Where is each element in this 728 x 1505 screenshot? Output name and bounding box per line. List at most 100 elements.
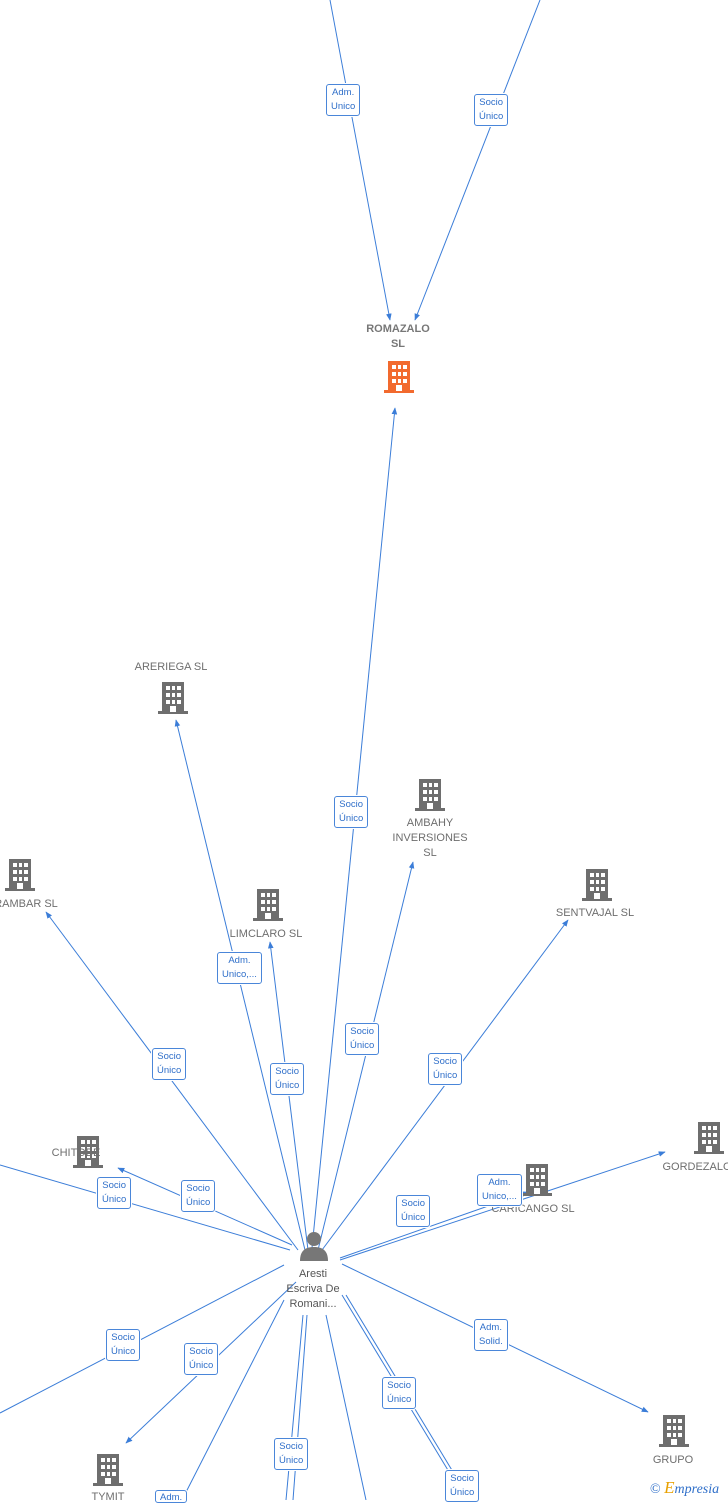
- node-label-person[interactable]: Aresti Escriva De Romani...: [286, 1267, 339, 1312]
- node-label-sentvajal[interactable]: SENTVAJAL SL: [555, 907, 635, 919]
- building-icon[interactable]: [384, 361, 414, 393]
- relation-badge[interactable]: Adm. Unico,...: [477, 1174, 522, 1206]
- empresia-credit[interactable]: © Empresia: [650, 1478, 719, 1498]
- edge: [174, 719, 306, 1251]
- badge-line: Único: [275, 1080, 300, 1091]
- badge-line: Adm.: [332, 87, 355, 98]
- badge-line: Socio: [157, 1051, 182, 1062]
- badge-line: Adm.: [228, 955, 251, 966]
- badge-line: Socio: [275, 1066, 300, 1077]
- edge: [317, 861, 415, 1251]
- badge-line: Socio: [433, 1056, 458, 1067]
- badge-line: Adm.: [479, 1322, 502, 1333]
- badge-line: Socio: [102, 1180, 127, 1191]
- badge-line: Único: [401, 1212, 426, 1223]
- badge-line: Socio: [339, 799, 364, 810]
- edge: [0, 1164, 291, 1251]
- node-label-grupo[interactable]: GRUPO: [652, 1454, 694, 1466]
- building-icon[interactable]: [415, 779, 445, 811]
- node-label-chitobe[interactable]: CHITOBE: [51, 1147, 101, 1159]
- badge-line: Solid.: [479, 1336, 503, 1347]
- relation-badge[interactable]: Adm. Unico: [326, 84, 361, 116]
- node-label-limclaro[interactable]: LIMCLARO SL: [229, 928, 303, 940]
- node-label-ambahy[interactable]: AMBAHY INVERSIONES SL: [392, 816, 467, 861]
- relation-badge[interactable]: Adm. Unico,...: [217, 952, 262, 984]
- badge-line: Único: [102, 1194, 127, 1205]
- building-icon[interactable]: [582, 869, 612, 901]
- node-label-gordezalo[interactable]: GORDEZALO: [662, 1161, 728, 1173]
- building-icon[interactable]: [694, 1122, 724, 1154]
- label-line: SL: [390, 338, 406, 350]
- badge-line: Socio: [401, 1198, 426, 1209]
- brand-name: mpresia: [674, 1482, 720, 1497]
- badge-line: Único: [189, 1360, 214, 1371]
- badge-line: Único: [479, 111, 504, 122]
- badge-line: Único: [279, 1455, 304, 1466]
- node-label-rambar[interactable]: RAMBAR SL: [0, 898, 58, 910]
- edge: [0, 1264, 285, 1414]
- badge-line: Único: [350, 1040, 375, 1051]
- copyright-icon: ©: [650, 1482, 661, 1497]
- brand-initial: E: [664, 1478, 675, 1497]
- relation-badge[interactable]: Adm.: [155, 1490, 188, 1503]
- relation-badge[interactable]: Adm. Solid.: [474, 1319, 508, 1351]
- badge-line: Único: [111, 1346, 136, 1357]
- building-icon[interactable]: [93, 1454, 123, 1486]
- node-label-romazalo[interactable]: ROMAZALO SL: [366, 322, 430, 352]
- badge-line: Socio: [189, 1346, 214, 1357]
- badge-line: Socio: [186, 1183, 211, 1194]
- node-label-caricango[interactable]: CARICANGO SL: [491, 1203, 575, 1215]
- badge-line: Socio: [111, 1332, 136, 1343]
- edge: [339, 1151, 666, 1261]
- building-icon[interactable]: [253, 889, 283, 921]
- badge-line: Adm.: [160, 1492, 183, 1503]
- badge-line: Socio: [279, 1441, 304, 1452]
- badge-line: Único: [339, 813, 364, 824]
- badge-line: Único: [450, 1487, 475, 1498]
- building-icon[interactable]: [5, 859, 35, 891]
- building-icon[interactable]: [659, 1415, 689, 1447]
- edge: [325, 1314, 367, 1500]
- edge: [267, 941, 309, 1251]
- label-line: SL: [423, 847, 437, 859]
- badge-line: Único: [157, 1065, 182, 1076]
- badge-line: Socio: [350, 1026, 375, 1037]
- building-icon[interactable]: [158, 682, 188, 714]
- edge: [321, 919, 569, 1251]
- label-line: Escriva De: [286, 1283, 340, 1295]
- badge-line: Único: [433, 1070, 458, 1081]
- badge-line: Unico,...: [482, 1191, 517, 1202]
- label-line: INVERSIONES: [392, 832, 468, 844]
- label-line: Romani...: [289, 1298, 337, 1310]
- label-line: ROMAZALO: [366, 323, 430, 335]
- person-icon[interactable]: [300, 1232, 328, 1261]
- node-label-areriega[interactable]: ARERIEGA SL: [134, 661, 208, 673]
- edge: [45, 911, 299, 1251]
- edge: [414, 0, 541, 321]
- badge-line: Adm.: [488, 1177, 511, 1188]
- node-label-tymit[interactable]: TYMIT: [91, 1491, 125, 1503]
- badge-line: Unico: [331, 101, 356, 112]
- label-line: Aresti: [298, 1268, 328, 1280]
- badge-line: Socio: [479, 97, 504, 108]
- badge-line: Único: [186, 1197, 211, 1208]
- building-icon[interactable]: [522, 1164, 552, 1196]
- label-line: AMBAHY: [406, 817, 454, 829]
- edge: [311, 407, 398, 1249]
- badge-line: Unico,...: [222, 969, 257, 980]
